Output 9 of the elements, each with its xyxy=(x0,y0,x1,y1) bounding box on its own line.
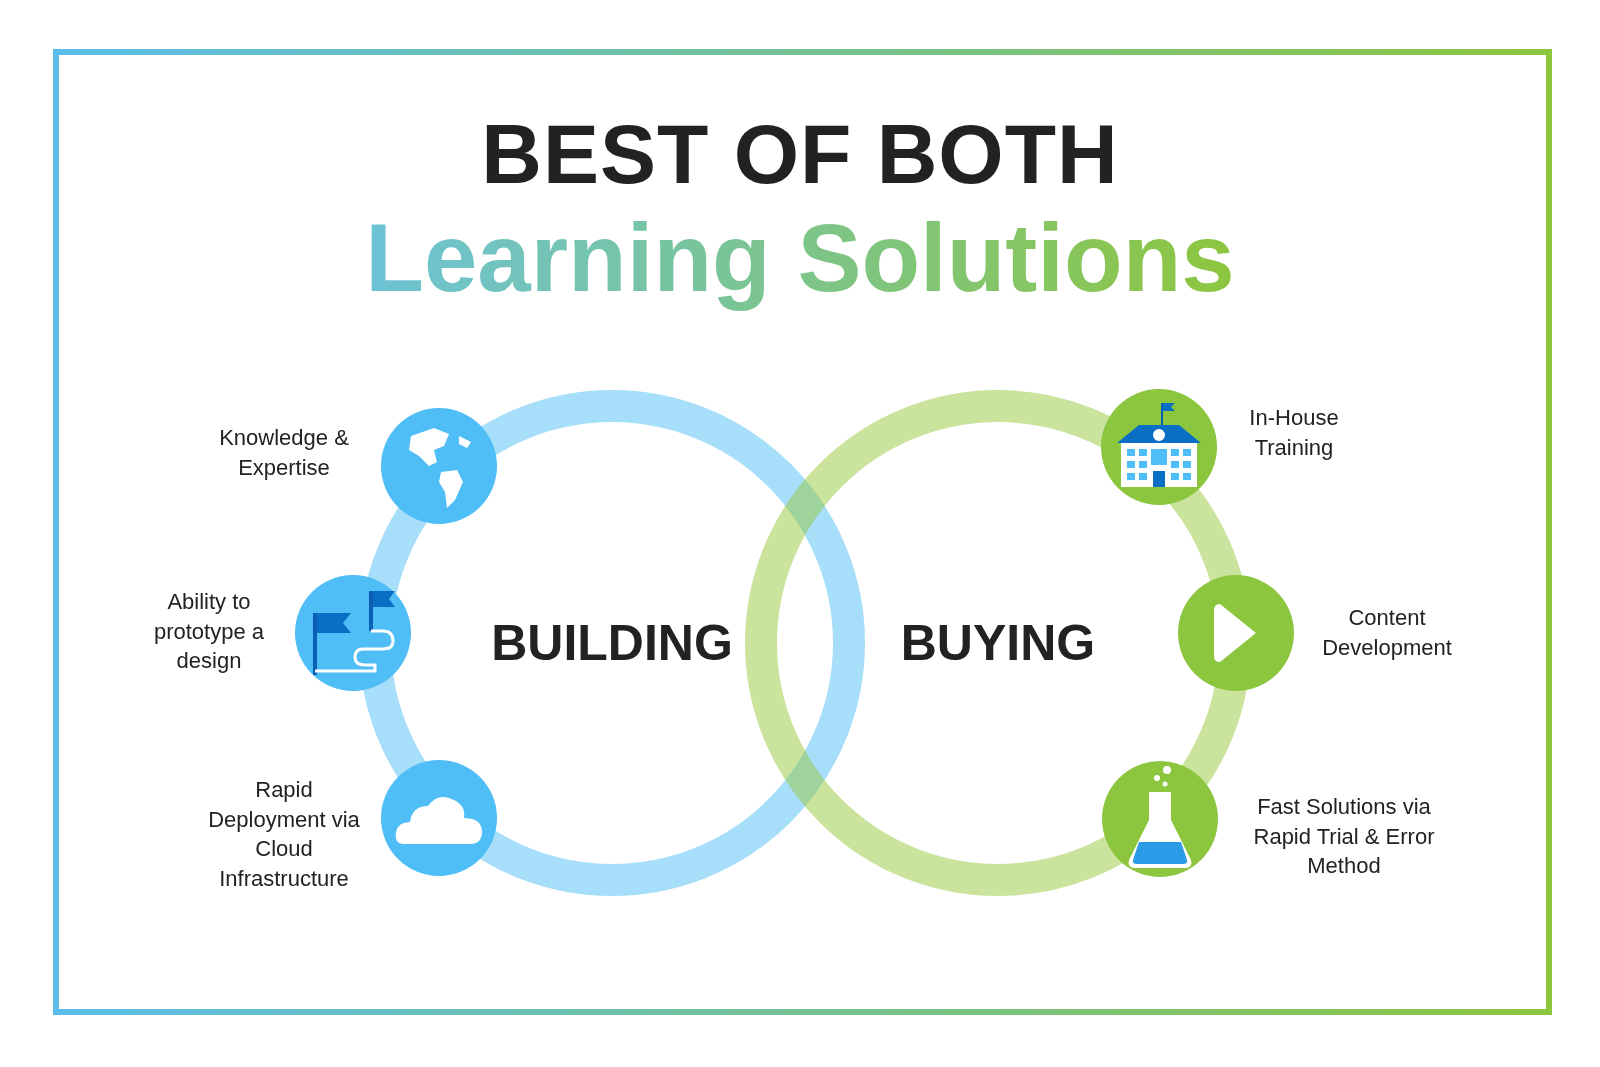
icon-caption: Knowledge & Expertise xyxy=(218,424,350,482)
icon-caption: Rapid Deployment via Cloud Infrastructure xyxy=(207,775,361,893)
icon-caption: Content Development xyxy=(1321,604,1453,662)
icon-caption: In-House Training xyxy=(1248,404,1340,462)
icon-caption: Ability to prototype a design xyxy=(152,588,266,676)
title: BEST OF BOTH xyxy=(480,112,1120,196)
icon-caption: Fast Solutions via Rapid Trial & Error Method xyxy=(1252,793,1436,881)
ring-label: BUYING xyxy=(900,614,1096,672)
ring-label: BUILDING xyxy=(491,614,733,672)
